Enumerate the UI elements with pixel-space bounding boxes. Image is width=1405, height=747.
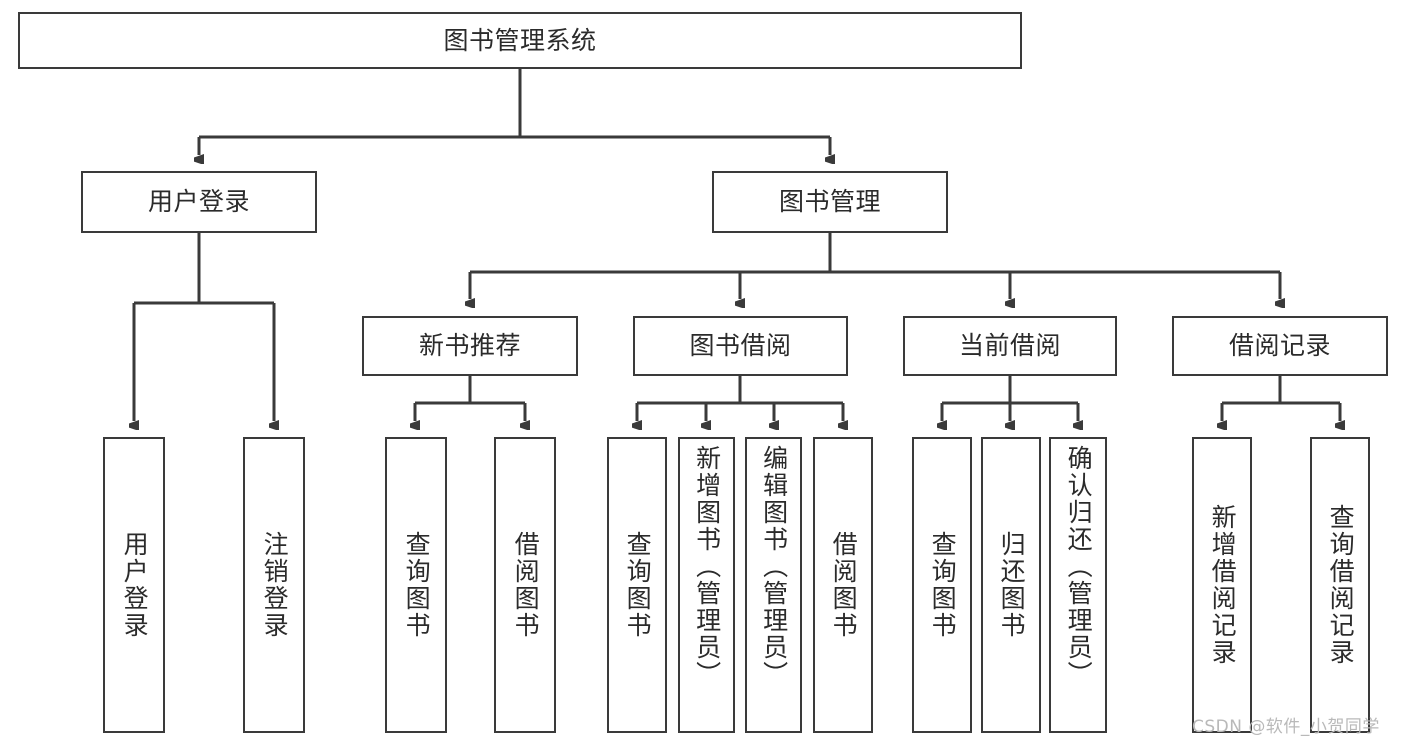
node-leaf-borrow-book-1[interactable]: 借阅图书	[494, 437, 556, 733]
node-leaf-logout[interactable]: 注销登录	[243, 437, 305, 733]
node-leaf-add-book[interactable]: 新增图书（管理员）	[678, 437, 735, 733]
node-book-manage-label: 图书管理	[778, 187, 881, 217]
node-leaf-add-book-label: 新增图书（管理员）	[692, 445, 722, 688]
node-leaf-query-record[interactable]: 查询借阅记录	[1310, 437, 1370, 733]
node-leaf-confirm-return-label: 确认归还（管理员）	[1064, 445, 1094, 688]
node-leaf-query-book-1-label: 查询图书	[402, 531, 432, 639]
node-leaf-query-book-3[interactable]: 查询图书	[912, 437, 972, 733]
node-leaf-return-book[interactable]: 归还图书	[981, 437, 1041, 733]
node-new-book-rec[interactable]: 新书推荐	[362, 316, 578, 376]
node-book-borrow-label: 图书借阅	[689, 331, 792, 361]
node-leaf-borrow-book-2-label: 借阅图书	[829, 531, 859, 639]
node-leaf-user-login-label: 用户登录	[120, 531, 150, 639]
watermark-text: CSDN @软件_小贺同学	[1192, 717, 1380, 737]
node-current-borrow[interactable]: 当前借阅	[903, 316, 1117, 376]
node-root-label: 图书管理系统	[443, 25, 597, 55]
node-leaf-add-record[interactable]: 新增借阅记录	[1192, 437, 1252, 733]
node-leaf-edit-book[interactable]: 编辑图书（管理员）	[745, 437, 802, 733]
node-leaf-return-book-label: 归还图书	[997, 531, 1027, 639]
node-leaf-add-record-label: 新增借阅记录	[1208, 504, 1238, 666]
node-new-book-rec-label: 新书推荐	[418, 331, 521, 361]
node-leaf-borrow-book-2[interactable]: 借阅图书	[813, 437, 873, 733]
node-current-borrow-label: 当前借阅	[958, 331, 1061, 361]
node-leaf-user-login[interactable]: 用户登录	[103, 437, 165, 733]
node-user-login-label: 用户登录	[147, 187, 250, 217]
node-borrow-record-label: 借阅记录	[1228, 331, 1331, 361]
node-leaf-query-book-2-label: 查询图书	[623, 531, 653, 639]
node-leaf-query-book-2[interactable]: 查询图书	[607, 437, 667, 733]
node-leaf-query-book-3-label: 查询图书	[928, 531, 958, 639]
node-leaf-logout-label: 注销登录	[260, 531, 290, 639]
node-user-login[interactable]: 用户登录	[81, 171, 317, 233]
node-root[interactable]: 图书管理系统	[18, 12, 1022, 69]
node-leaf-confirm-return[interactable]: 确认归还（管理员）	[1049, 437, 1107, 733]
node-leaf-borrow-book-1-label: 借阅图书	[511, 531, 541, 639]
node-book-borrow[interactable]: 图书借阅	[633, 316, 848, 376]
node-leaf-edit-book-label: 编辑图书（管理员）	[759, 445, 789, 688]
node-leaf-query-book-1[interactable]: 查询图书	[385, 437, 447, 733]
node-leaf-query-record-label: 查询借阅记录	[1326, 504, 1356, 666]
node-borrow-record[interactable]: 借阅记录	[1172, 316, 1388, 376]
node-book-manage[interactable]: 图书管理	[712, 171, 948, 233]
